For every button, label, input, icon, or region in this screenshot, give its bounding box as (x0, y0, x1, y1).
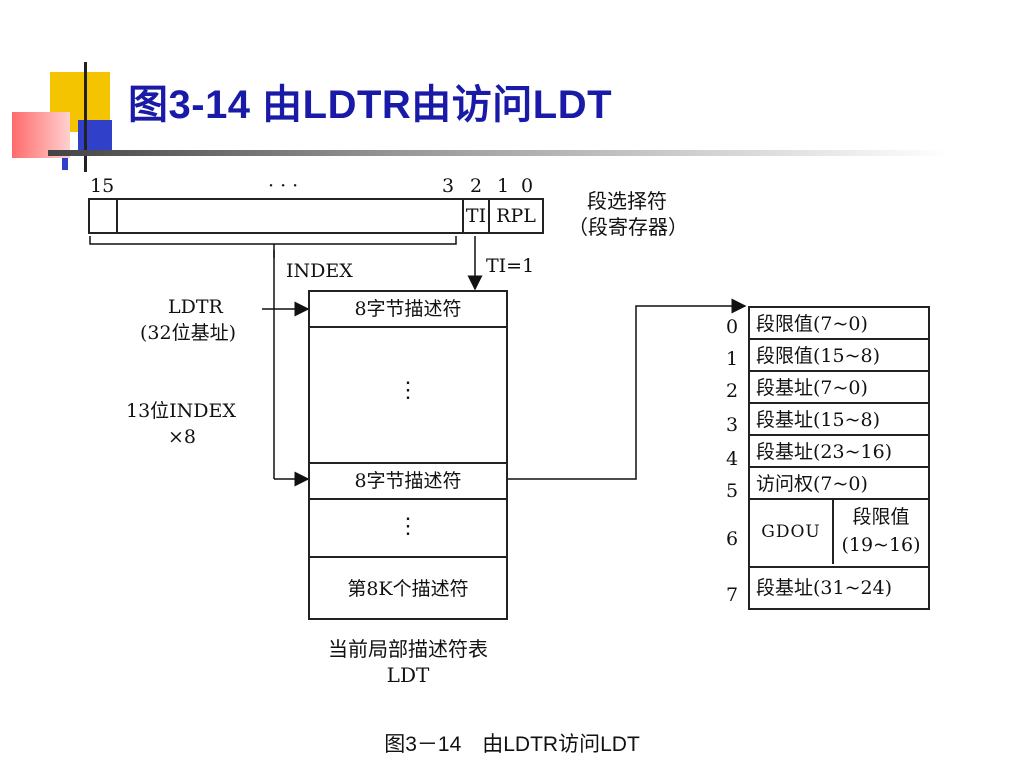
selector-ti-field: TI (462, 198, 490, 234)
ldt-caption-line1: 当前局部描述符表 (328, 637, 488, 661)
byte-index: 0 (726, 316, 739, 338)
descriptor-row: 段基址(15~8) (750, 404, 928, 436)
byte-index: 2 (726, 380, 739, 402)
byte-index: 1 (726, 348, 739, 370)
ldt-row-last: 第8K个描述符 (310, 556, 506, 620)
descriptor-row: 段基址(31~24) (756, 577, 893, 599)
descriptor-link (508, 298, 747, 480)
ldt-dots-lower: ⋮ (397, 514, 419, 539)
ldt-table: 8字节描述符 ⋮ 8字节描述符 ⋮ 第8K个描述符 (308, 290, 508, 620)
descriptor-row: 段基址(23~16) (750, 436, 928, 468)
bit-2: 2 (470, 175, 483, 197)
selector-rpl-field: RPL (488, 198, 544, 234)
descriptor-row: 段基址(7~0) (750, 372, 928, 404)
ornament-blue-dot (62, 158, 68, 170)
corner-ornament (0, 0, 160, 180)
ti-value-label: TI=1 (486, 255, 535, 277)
descriptor-row: 访问权(7~0) (750, 468, 928, 500)
bit-3: 3 (442, 175, 455, 197)
byte-index: 7 (726, 584, 739, 606)
bit-1: 1 (497, 175, 510, 197)
bit-ellipsis: · · · (268, 175, 299, 197)
descriptor-table: 段限值(7~0) 段限值(15~8) 段基址(7~0) 段基址(15~8) 段基… (748, 306, 930, 610)
page-title: 图3-14 由LDTR由访问LDT (128, 83, 613, 127)
index-brace (89, 236, 457, 245)
ornament-blue-square (78, 120, 112, 154)
byte-index: 6 (726, 528, 739, 550)
index-label: INDEX (286, 260, 353, 282)
index-bits-label: 13位INDEX (126, 400, 236, 422)
byte-index: 3 (726, 414, 739, 436)
ldt-row-first: 8字节描述符 (310, 292, 506, 328)
ldtr-label: LDTR (168, 296, 223, 318)
ldt-caption-line2: LDT (386, 663, 430, 687)
descriptor-row: 段限值(7~0) (750, 308, 928, 340)
selector-bit15-cell (88, 198, 118, 234)
limit-high-field-line2: (19~16) (841, 534, 921, 556)
byte-index: 5 (726, 480, 739, 502)
selector-name-sub: （段寄存器） (568, 215, 688, 239)
title-underline (48, 150, 948, 156)
selector-index-field (116, 198, 464, 234)
ornament-vertical-line (84, 62, 87, 172)
times-label: ×8 (168, 426, 197, 448)
ldt-row-selected: 8字节描述符 (310, 462, 506, 500)
gdou-field: GDOU (750, 500, 834, 564)
limit-high-field-line1: 段限值 (852, 506, 910, 528)
selector-register: TI RPL (88, 198, 544, 234)
ldt-dots-upper: ⋮ (397, 378, 419, 403)
bit-0: 0 (521, 175, 534, 197)
selector-name: 段选择符 (587, 189, 667, 213)
figure-caption: 图3－14 由LDTR访问LDT (384, 733, 640, 756)
descriptor-row: 段限值(15~8) (750, 340, 928, 372)
bit-15: 15 (90, 175, 115, 197)
ldtr-sub-label: (32位基址) (140, 322, 237, 344)
byte-index: 4 (726, 448, 739, 470)
descriptor-row-gdou: GDOU 段限值 (19~16) (750, 500, 928, 568)
